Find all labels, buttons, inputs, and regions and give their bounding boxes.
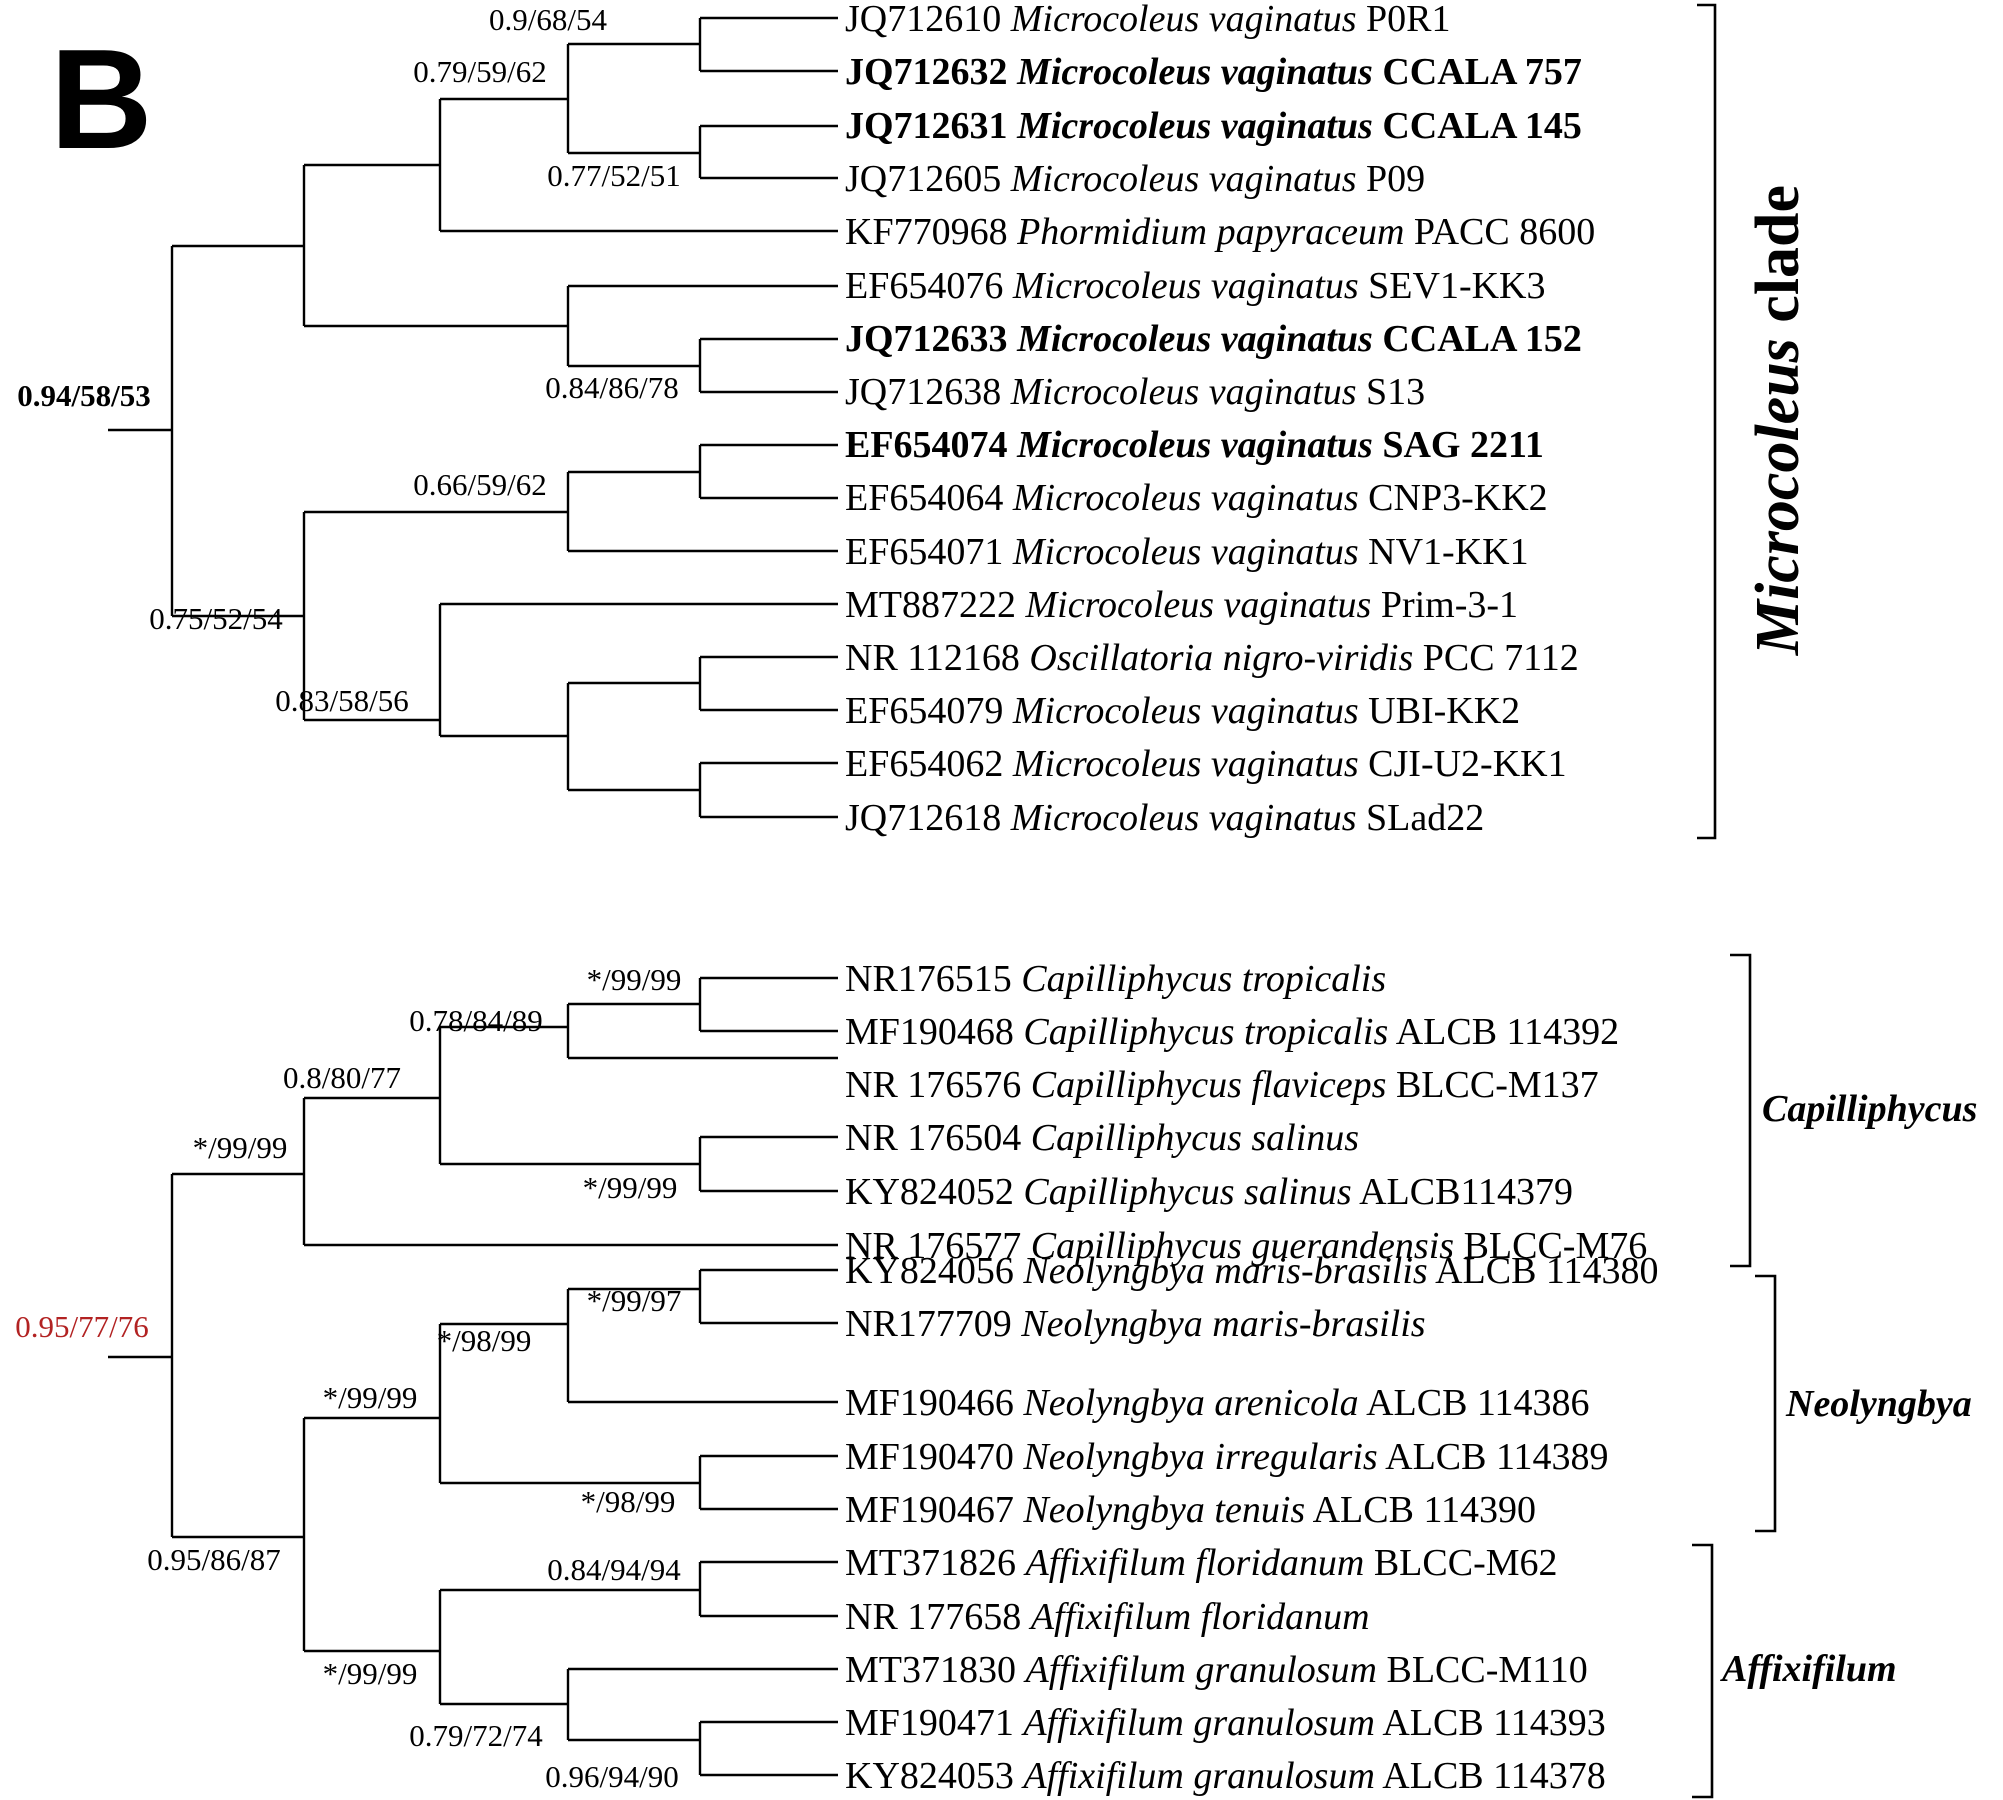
support-value: */98/99 <box>437 1323 532 1358</box>
leaf-label: KY824052 Capilliphycus salinus ALCB11437… <box>845 1171 1573 1213</box>
support-value: */99/99 <box>323 1380 418 1415</box>
support-value: 0.84/86/78 <box>545 370 678 405</box>
leaf-label: NR 112168 Oscillatoria nigro-viridis PCC… <box>845 637 1579 679</box>
leaf-label: NR 176577 Capilliphycus guerandensis BLC… <box>845 1225 1647 1267</box>
leaf-label: JQ712633 Microcoleus vaginatus CCALA 152 <box>845 318 1582 360</box>
panel-label: B <box>50 20 153 179</box>
leaf-label: MF190471 Affixifilum granulosum ALCB 114… <box>845 1702 1606 1744</box>
leaf-label: JQ712638 Microcoleus vaginatus S13 <box>845 371 1425 413</box>
clade-bracket-capilliphycus <box>1730 953 1752 1268</box>
clade-label-neolyngbya: Neolyngbya <box>1785 1383 1972 1425</box>
clade-bracket-neolyngbya <box>1755 1274 1777 1533</box>
leaf-label: JQ712610 Microcoleus vaginatus P0R1 <box>845 0 1451 40</box>
support-value: 0.96/94/90 <box>545 1759 678 1794</box>
top-tree-branches <box>108 16 838 819</box>
leaf-label: MT371830 Affixifilum granulosum BLCC-M11… <box>845 1649 1588 1691</box>
support-value: 0.66/59/62 <box>413 467 546 502</box>
leaf-label: EF654071 Microcoleus vaginatus NV1-KK1 <box>845 531 1529 573</box>
leaf-label: NR176515 Capilliphycus tropicalis <box>845 958 1386 1000</box>
clade-label-capilliphycus: Capilliphycus <box>1762 1088 1977 1130</box>
leaf-label: JQ712605 Microcoleus vaginatus P09 <box>845 158 1425 200</box>
clade-label-affixifilum: Affixifilum <box>1720 1648 1897 1690</box>
leaf-label: MT371826 Affixifilum floridanum BLCC-M62 <box>845 1542 1558 1584</box>
bottom-tree-supports: */99/99 0.78/84/89 0.8/80/77 */99/99 */9… <box>15 962 681 1794</box>
support-value: 0.84/94/94 <box>547 1552 681 1587</box>
support-value: 0.79/59/62 <box>413 54 546 89</box>
leaf-label: EF654076 Microcoleus vaginatus SEV1-KK3 <box>845 265 1546 307</box>
top-tree-leaves: JQ712610 Microcoleus vaginatus P0R1 JQ71… <box>845 0 1595 839</box>
clade-bracket-microcoleus <box>1697 3 1717 840</box>
support-value: 0.95/86/87 <box>147 1542 280 1577</box>
leaf-label: JQ712632 Microcoleus vaginatus CCALA 757 <box>845 51 1582 93</box>
leaf-label: KF770968 Phormidium papyraceum PACC 8600 <box>845 211 1595 253</box>
leaf-label: NR177709 Neolyngbya maris-brasilis <box>845 1303 1426 1345</box>
leaf-label: MT887222 Microcoleus vaginatus Prim-3-1 <box>845 584 1518 626</box>
leaf-label: MF190466 Neolyngbya arenicola ALCB 11438… <box>845 1382 1590 1424</box>
support-value: 0.77/52/51 <box>547 158 680 193</box>
support-value: 0.9/68/54 <box>489 2 607 37</box>
clade-label-microcoleus: Microcoleus clade <box>1744 185 1812 656</box>
bottom-tree-leaves: NR176515 Capilliphycus tropicalis MF1904… <box>845 958 1659 1797</box>
leaf-label: EF654064 Microcoleus vaginatus CNP3-KK2 <box>845 477 1548 519</box>
support-value: */99/99 <box>583 1170 678 1205</box>
leaf-label: KY824053 Affixifilum granulosum ALCB 114… <box>845 1755 1606 1797</box>
support-value: */99/99 <box>193 1130 288 1165</box>
leaf-label: NR 177658 Affixifilum floridanum <box>845 1596 1370 1638</box>
support-value: 0.78/84/89 <box>409 1003 542 1038</box>
top-tree-supports: 0.9/68/54 0.79/59/62 0.77/52/51 0.94/58/… <box>17 2 680 718</box>
leaf-label: EF654062 Microcoleus vaginatus CJI-U2-KK… <box>845 743 1567 785</box>
leaf-label: NR 176504 Capilliphycus salinus <box>845 1117 1359 1159</box>
support-value: 0.83/58/56 <box>275 683 408 718</box>
leaf-label: MF190468 Capilliphycus tropicalis ALCB 1… <box>845 1011 1619 1053</box>
leaf-label: JQ712618 Microcoleus vaginatus SLad22 <box>845 797 1484 839</box>
bottom-tree-branches <box>108 976 838 1777</box>
leaf-label: JQ712631 Microcoleus vaginatus CCALA 145 <box>845 105 1582 147</box>
support-value: */99/99 <box>587 962 682 997</box>
leaf-label: MF190467 Neolyngbya tenuis ALCB 114390 <box>845 1489 1536 1531</box>
support-value: 0.94/58/53 <box>17 378 150 413</box>
leaf-label: NR 176576 Capilliphycus flaviceps BLCC-M… <box>845 1064 1599 1106</box>
leaf-label: MF190470 Neolyngbya irregularis ALCB 114… <box>845 1436 1609 1478</box>
support-value: 0.95/77/76 <box>15 1309 148 1344</box>
support-value: 0.8/80/77 <box>283 1060 401 1095</box>
leaf-label: EF654079 Microcoleus vaginatus UBI-KK2 <box>845 690 1520 732</box>
support-value: */99/99 <box>323 1656 418 1691</box>
support-value: 0.75/52/54 <box>149 601 283 636</box>
support-value: */98/99 <box>581 1484 676 1519</box>
support-value: 0.79/72/74 <box>409 1718 543 1753</box>
support-value: */99/97 <box>587 1283 682 1318</box>
clade-bracket-affixifilum <box>1692 1543 1714 1799</box>
leaf-label: KY824056 Neolyngbya maris-brasilis ALCB … <box>845 1250 1659 1292</box>
leaf-label: EF654074 Microcoleus vaginatus SAG 2211 <box>845 424 1544 466</box>
